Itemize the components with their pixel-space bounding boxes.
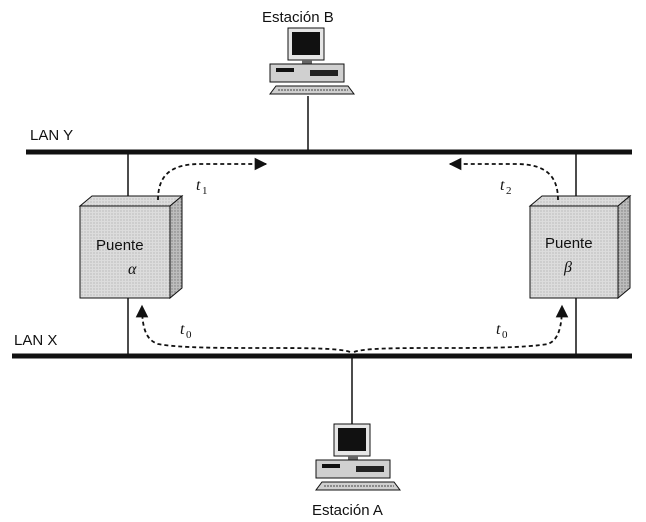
frame-path-t1-alpha-to-lan-y: [157, 157, 268, 201]
lan-y-label: LAN Y: [30, 127, 73, 144]
frame-path-t0-to-beta: [353, 304, 569, 353]
time-label-t0-right: t 0: [496, 321, 508, 341]
time-label-t1: t 1: [196, 177, 208, 197]
svg-text:t: t: [496, 321, 501, 338]
time-label-t0-left: t 0: [180, 321, 192, 341]
frame-path-t0-to-alpha: [135, 304, 351, 353]
bridge-beta-symbol: β: [563, 259, 572, 276]
svg-text:1: 1: [202, 185, 208, 197]
frame-path-t2-beta-to-lan-y: [448, 157, 559, 201]
svg-text:2: 2: [506, 185, 512, 197]
bridge-alpha: Puente α: [78, 194, 184, 300]
station-a-label: Estación A: [312, 502, 383, 519]
time-label-t2: t 2: [500, 177, 512, 197]
svg-text:t: t: [500, 177, 505, 194]
bridge-alpha-label: Puente: [96, 237, 144, 254]
bridge-beta: Puente β: [528, 194, 632, 300]
station-b-label: Estación B: [262, 9, 334, 26]
svg-text:t: t: [196, 177, 201, 194]
station-b-computer-icon: [269, 27, 355, 95]
station-a-computer-icon: [315, 423, 401, 491]
svg-text:0: 0: [186, 329, 192, 341]
bridge-alpha-symbol: α: [128, 261, 137, 278]
svg-text:0: 0: [502, 329, 508, 341]
bridge-beta-label: Puente: [545, 235, 593, 252]
lan-x-label: LAN X: [14, 332, 57, 349]
svg-text:t: t: [180, 321, 185, 338]
